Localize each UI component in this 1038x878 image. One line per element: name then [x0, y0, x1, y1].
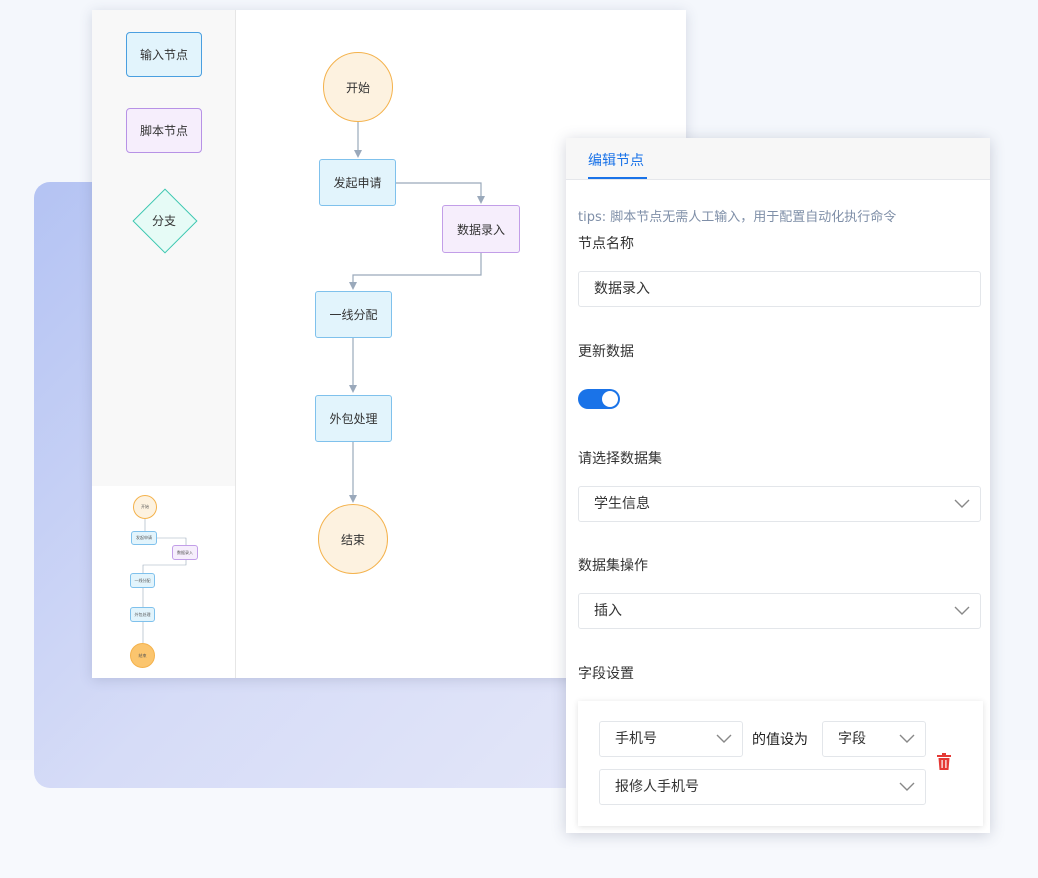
palette-branch-node[interactable]: 分支 — [132, 188, 198, 254]
dataset-op-label: 数据集操作 — [578, 558, 648, 574]
chevron-down-icon — [899, 734, 915, 743]
toggle-knob — [602, 391, 618, 407]
minimap-initiate-node: 发起申请 — [131, 531, 157, 545]
tab-edit-node[interactable]: 编辑节点 — [588, 153, 644, 169]
minimap-start-node: 开始 — [133, 495, 157, 519]
chevron-down-icon — [899, 782, 915, 791]
value-type-select-value: 字段 — [838, 731, 866, 747]
minimap-end-node: 结束 — [130, 643, 155, 668]
flow-end-node[interactable]: 结束 — [318, 504, 388, 574]
value-as-text: 的值设为 — [752, 732, 808, 748]
field-rule-card: 手机号 的值设为 字段 报修人手机号 — [578, 701, 983, 826]
flow-initiate-node[interactable]: 发起申请 — [319, 159, 396, 206]
palette-script-node[interactable]: 脚本节点 — [126, 108, 202, 153]
palette-input-node[interactable]: 输入节点 — [126, 32, 202, 77]
flow-first-line-node[interactable]: 一线分配 — [315, 291, 392, 338]
update-data-label: 更新数据 — [578, 344, 634, 360]
minimap-edges — [142, 519, 187, 643]
trash-icon[interactable] — [936, 753, 952, 771]
field-select[interactable]: 手机号 — [599, 721, 743, 757]
source-field-select[interactable]: 报修人手机号 — [599, 769, 926, 805]
flow-data-entry-node[interactable]: 数据录入 — [442, 205, 520, 253]
chevron-down-icon — [716, 734, 732, 743]
node-name-input[interactable]: 数据录入 — [578, 271, 981, 307]
flow-start-node[interactable]: 开始 — [323, 52, 393, 122]
flow-edges — [349, 122, 485, 503]
minimap-first-line-node: 一线分配 — [130, 573, 155, 588]
palette-branch-label: 分支 — [151, 213, 176, 228]
dataset-select[interactable]: 学生信息 — [578, 486, 981, 522]
panel-header: 编辑节点 — [566, 138, 990, 180]
edit-node-panel: 编辑节点 tips: 脚本节点无需人工输入，用于配置自动化执行命令 节点名称 数… — [566, 138, 990, 833]
edge-data-entry-first-line — [349, 253, 482, 290]
node-palette: 输入节点 脚本节点 分支 开始 发起申请 数据录入 一线分配 外包处理 结束 — [92, 10, 236, 678]
dataset-select-value: 学生信息 — [594, 496, 650, 512]
flow-outsource-node[interactable]: 外包处理 — [315, 395, 392, 442]
dataset-label: 请选择数据集 — [578, 451, 662, 467]
dataset-op-select-value: 插入 — [594, 603, 622, 619]
minimap-data-entry-node: 数据录入 — [172, 545, 198, 560]
chevron-down-icon — [954, 499, 970, 508]
source-field-select-value: 报修人手机号 — [615, 779, 699, 795]
value-type-select[interactable]: 字段 — [822, 721, 926, 757]
field-select-value: 手机号 — [615, 731, 657, 747]
tips-text: tips: 脚本节点无需人工输入，用于配置自动化执行命令 — [578, 210, 897, 225]
dataset-op-select[interactable]: 插入 — [578, 593, 981, 629]
active-tab-indicator — [588, 177, 647, 179]
edge-initiate-data-entry — [396, 182, 485, 204]
chevron-down-icon — [954, 606, 970, 615]
field-settings-label: 字段设置 — [578, 666, 634, 682]
minimap[interactable]: 开始 发起申请 数据录入 一线分配 外包处理 结束 — [92, 486, 235, 678]
node-name-label: 节点名称 — [578, 236, 634, 252]
update-data-toggle[interactable] — [578, 389, 620, 409]
minimap-outsource-node: 外包处理 — [130, 607, 155, 622]
